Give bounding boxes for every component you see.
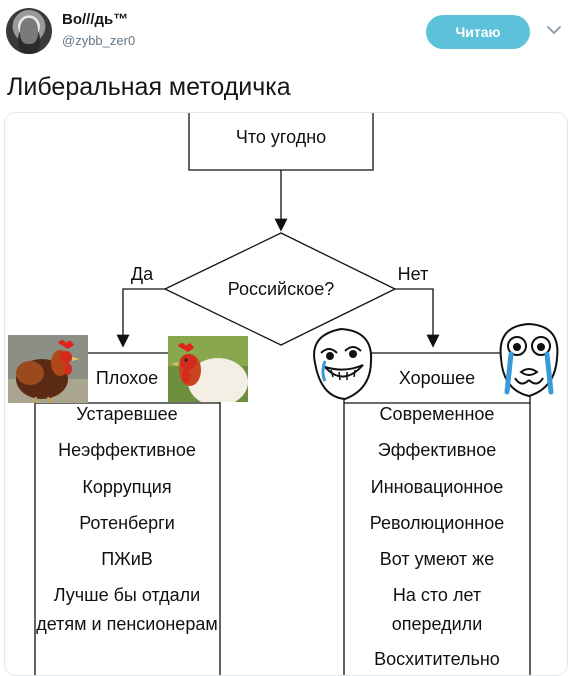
good-item: Современное [379,404,495,424]
tweet-header: Во///дь™ @zybb_zer0 Читаю [0,0,575,70]
good-item: Эффективное [377,440,497,460]
rage-face-joy-icon [313,327,373,401]
good-item: Инновационное [370,477,504,497]
start-box-label: Что угодно [235,127,327,147]
bad-item: Лучше бы отдали детям и пенсионерам [36,585,218,634]
good-item: Вот умеют же [379,549,495,569]
no-label: Нет [397,264,429,284]
question-label: Российское? [227,279,335,299]
bad-title: Плохое [95,368,159,388]
rage-face-crying-icon [499,322,559,398]
good-item: Восхитительно [374,649,500,669]
yes-label: Да [130,264,154,284]
good-title: Хорошее [398,368,476,388]
flowchart-lines [31,113,531,675]
good-item: На сто лет опередили [391,585,483,634]
bad-item: Коррупция [82,477,172,497]
rooster-photo-right [168,336,248,402]
rooster-photo-left [8,335,88,403]
bad-item: ПЖиВ [101,549,153,569]
follow-button[interactable]: Читаю [426,15,530,49]
author-avatar[interactable] [6,8,52,54]
bad-item: Устаревшее [76,404,178,424]
bad-item: Неэффективное [58,440,196,460]
tweet-text: Либеральная методичка [7,73,291,101]
author-handle[interactable]: @zybb_zer0 [62,33,136,48]
author-name[interactable]: Во///дь™ [62,11,129,28]
bad-item: Ротенберги [79,513,175,533]
chevron-down-icon[interactable] [545,21,563,39]
good-item: Революционное [369,513,505,533]
tweet-media-flowchart[interactable]: Что угодно Российское? Да Нет Плохое Уст… [4,112,568,676]
